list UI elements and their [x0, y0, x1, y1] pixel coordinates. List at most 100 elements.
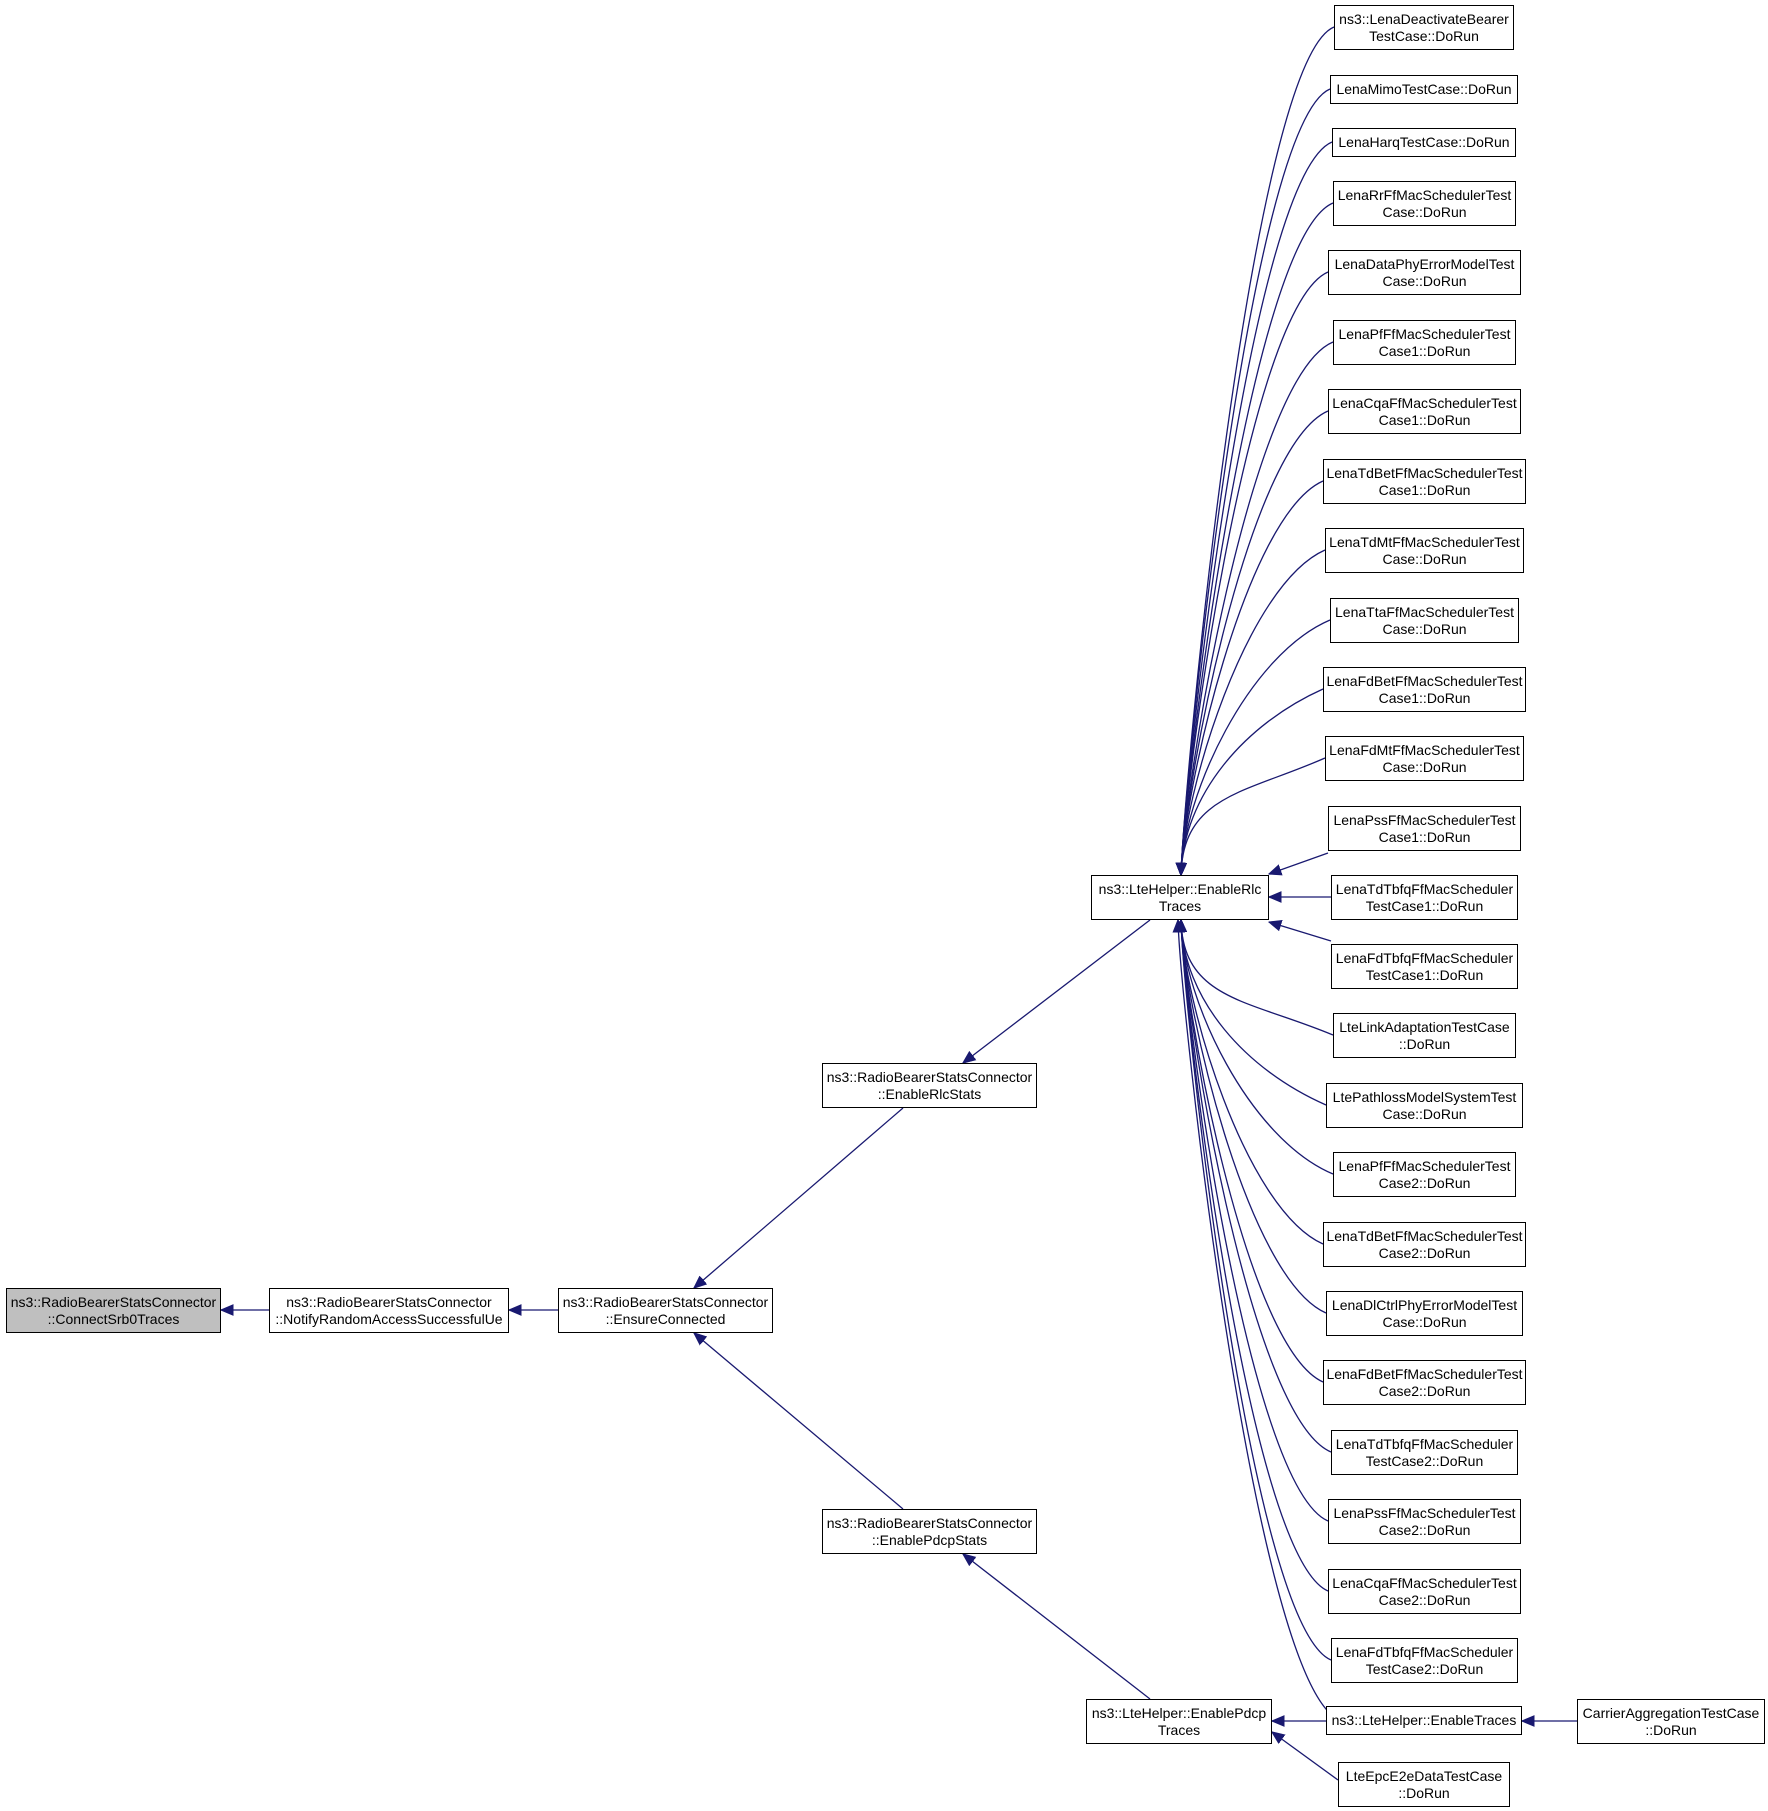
- node-lena-data-phy-error[interactable]: LenaDataPhyErrorModelTest Case::DoRun: [1328, 250, 1521, 295]
- node-label-line: LenaFdBetFfMacSchedulerTest: [1326, 672, 1523, 689]
- node-label-line: LenaDlCtrlPhyErrorModelTest: [1331, 1296, 1518, 1313]
- edge-5: [963, 1554, 1151, 1700]
- node-label-line: Case1::DoRun: [1378, 411, 1471, 428]
- node-lena-deactivate-bearer[interactable]: ns3::LenaDeactivateBearer TestCase::DoRu…: [1334, 5, 1514, 50]
- node-label-line: Case1::DoRun: [1378, 689, 1471, 706]
- node-lte-helper-enable-rlc-traces[interactable]: ns3::LteHelper::EnableRlc Traces: [1091, 875, 1269, 920]
- node-label-line: LenaDataPhyErrorModelTest: [1334, 255, 1515, 272]
- node-label-line: Case1::DoRun: [1378, 481, 1471, 498]
- node-lena-tdtbfq-ff-1[interactable]: LenaTdTbfqFfMacScheduler TestCase1::DoRu…: [1331, 875, 1518, 920]
- node-lte-link-adaptation[interactable]: LteLinkAdaptationTestCase ::DoRun: [1333, 1013, 1516, 1058]
- edge-22: [1269, 852, 1329, 874]
- edge-34: [1181, 920, 1332, 1661]
- node-label-line: Case2::DoRun: [1378, 1244, 1471, 1261]
- node-lte-epc-e2e-data-test-case[interactable]: LteEpcE2eDataTestCase ::DoRun: [1338, 1762, 1510, 1807]
- node-label-line: ::EnableRlcStats: [877, 1085, 982, 1102]
- node-enable-pdcp-stats[interactable]: ns3::RadioBearerStatsConnector ::EnableP…: [822, 1509, 1037, 1554]
- node-lena-fdmt-ff[interactable]: LenaFdMtFfMacSchedulerTest Case::DoRun: [1325, 736, 1524, 781]
- node-lena-rr-ff[interactable]: LenaRrFfMacSchedulerTest Case::DoRun: [1333, 181, 1516, 226]
- edge-10: [1181, 26, 1335, 875]
- node-lena-fdtbfq-ff-1[interactable]: LenaFdTbfqFfMacScheduler TestCase1::DoRu…: [1331, 944, 1518, 989]
- node-label-line: Case1::DoRun: [1378, 342, 1471, 359]
- node-label-line: Traces: [1157, 1721, 1201, 1738]
- node-label-line: Case::DoRun: [1382, 203, 1467, 220]
- node-lte-pathloss-model-system[interactable]: LtePathlossModelSystemTest Case::DoRun: [1326, 1083, 1523, 1128]
- node-lena-pf-ff-2[interactable]: LenaPfFfMacSchedulerTest Case2::DoRun: [1333, 1152, 1516, 1197]
- node-label-line: LenaPfFfMacSchedulerTest: [1338, 325, 1511, 342]
- edge-24: [1269, 922, 1332, 942]
- node-label-line: ns3::LenaDeactivateBearer: [1339, 10, 1509, 27]
- node-lena-fdbet-ff-2[interactable]: LenaFdBetFfMacSchedulerTest Case2::DoRun: [1323, 1360, 1526, 1405]
- node-label-line: LenaPfFfMacSchedulerTest: [1338, 1157, 1511, 1174]
- node-lena-pf-ff-1[interactable]: LenaPfFfMacSchedulerTest Case1::DoRun: [1333, 320, 1516, 365]
- node-label-line: LenaFdBetFfMacSchedulerTest: [1326, 1365, 1523, 1382]
- node-label-line: ns3::LteHelper::EnablePdcp: [1091, 1704, 1267, 1721]
- edge-18: [1181, 549, 1326, 875]
- node-label-line: ::EnsureConnected: [605, 1310, 726, 1327]
- edge-4: [963, 919, 1151, 1063]
- edge-32: [1181, 920, 1329, 1522]
- node-enable-rlc-stats[interactable]: ns3::RadioBearerStatsConnector ::EnableR…: [822, 1063, 1037, 1108]
- node-label-line: TestCase::DoRun: [1369, 27, 1479, 44]
- edge-16: [1181, 410, 1329, 875]
- node-lena-pss-ff-2[interactable]: LenaPssFfMacSchedulerTest Case2::DoRun: [1328, 1499, 1521, 1544]
- node-label-line: ns3::RadioBearerStatsConnector: [562, 1293, 769, 1310]
- edge-19: [1181, 619, 1331, 875]
- node-label-line: Case2::DoRun: [1378, 1521, 1471, 1538]
- node-label-line: ::DoRun: [1398, 1035, 1451, 1052]
- node-label-line: ::DoRun: [1398, 1784, 1450, 1801]
- node-lena-tdbet-ff-1[interactable]: LenaTdBetFfMacSchedulerTest Case1::DoRun: [1323, 459, 1526, 504]
- node-lena-tta-ff[interactable]: LenaTtaFfMacSchedulerTest Case::DoRun: [1330, 598, 1519, 643]
- node-label-line: Case2::DoRun: [1378, 1382, 1471, 1399]
- node-label-line: Case::DoRun: [1382, 620, 1467, 637]
- edge-8: [1272, 1732, 1339, 1781]
- node-lte-helper-enable-pdcp-traces[interactable]: ns3::LteHelper::EnablePdcp Traces: [1086, 1699, 1272, 1744]
- node-ensure-connected[interactable]: ns3::RadioBearerStatsConnector ::EnsureC…: [558, 1288, 773, 1333]
- node-label-line: Case::DoRun: [1382, 550, 1467, 567]
- node-label-line: LteEpcE2eDataTestCase: [1345, 1767, 1503, 1784]
- node-lena-harq[interactable]: LenaHarqTestCase::DoRun: [1332, 128, 1516, 157]
- edge-30: [1181, 920, 1324, 1383]
- node-label-line: Case::DoRun: [1382, 1313, 1467, 1330]
- node-label-line: LenaTdMtFfMacSchedulerTest: [1329, 533, 1520, 550]
- node-label-line: Case2::DoRun: [1378, 1591, 1471, 1608]
- node-label-line: TestCase2::DoRun: [1365, 1660, 1484, 1677]
- node-carrier-aggregation-test-case[interactable]: CarrierAggregationTestCase ::DoRun: [1577, 1699, 1765, 1744]
- node-lena-tdbet-ff-2[interactable]: LenaTdBetFfMacSchedulerTest Case2::DoRun: [1323, 1222, 1526, 1267]
- node-lena-tdmt-ff[interactable]: LenaTdMtFfMacSchedulerTest Case::DoRun: [1325, 528, 1524, 573]
- edge-27: [1181, 920, 1334, 1175]
- node-label-line: LenaTdBetFfMacSchedulerTest: [1326, 464, 1523, 481]
- node-label-line: LenaCqaFfMacSchedulerTest: [1332, 1574, 1517, 1591]
- node-label-line: LenaRrFfMacSchedulerTest: [1337, 186, 1512, 203]
- node-label-line: ns3::RadioBearerStatsConnector: [10, 1293, 217, 1310]
- node-lena-fdbet-ff-1[interactable]: LenaFdBetFfMacSchedulerTest Case1::DoRun: [1323, 667, 1526, 712]
- edge-20: [1181, 688, 1324, 875]
- node-label-line: ::DoRun: [1645, 1721, 1697, 1738]
- node-label-line: TestCase2::DoRun: [1365, 1452, 1484, 1469]
- node-label-line: ns3::LteHelper::EnableRlc: [1098, 880, 1262, 897]
- node-lena-cqa-ff-1[interactable]: LenaCqaFfMacSchedulerTest Case1::DoRun: [1328, 389, 1521, 434]
- node-label-line: TestCase1::DoRun: [1365, 897, 1484, 914]
- node-label-line: LtePathlossModelSystemTest: [1332, 1088, 1517, 1105]
- edge-9: [1178, 920, 1334, 1717]
- node-label-line: Traces: [1158, 897, 1202, 914]
- node-lena-cqa-ff-2[interactable]: LenaCqaFfMacSchedulerTest Case2::DoRun: [1328, 1569, 1521, 1614]
- node-label-line: Case::DoRun: [1382, 1105, 1467, 1122]
- node-label-line: ns3::RadioBearerStatsConnector: [286, 1293, 492, 1310]
- edge-2: [694, 1107, 904, 1288]
- node-lena-dlctrl-phy-error[interactable]: LenaDlCtrlPhyErrorModelTest Case::DoRun: [1326, 1291, 1523, 1336]
- node-lte-helper-enable-traces[interactable]: ns3::LteHelper::EnableTraces: [1326, 1706, 1522, 1735]
- node-label-line: Case1::DoRun: [1378, 828, 1471, 845]
- node-label-line: LenaTtaFfMacSchedulerTest: [1335, 603, 1514, 620]
- node-lena-fdtbfq-ff-2[interactable]: LenaFdTbfqFfMacScheduler TestCase2::DoRu…: [1331, 1638, 1518, 1683]
- node-lena-tdtbfq-ff-2[interactable]: LenaTdTbfqFfMacScheduler TestCase2::DoRu…: [1331, 1430, 1518, 1475]
- node-lena-mimo[interactable]: LenaMimoTestCase::DoRun: [1330, 75, 1518, 104]
- node-lena-pss-ff-1[interactable]: LenaPssFfMacSchedulerTest Case1::DoRun: [1328, 806, 1521, 851]
- edge-13: [1181, 202, 1334, 875]
- node-label-line: LenaCqaFfMacSchedulerTest: [1332, 394, 1517, 411]
- node-label-line: LenaTdTbfqFfMacScheduler: [1335, 880, 1514, 897]
- node-label-line: ns3::LteHelper::EnableTraces: [1331, 1712, 1517, 1728]
- node-label-line: Case2::DoRun: [1378, 1174, 1471, 1191]
- node-notify-random-access-successful-ue[interactable]: ns3::RadioBearerStatsConnector ::NotifyR…: [269, 1288, 509, 1333]
